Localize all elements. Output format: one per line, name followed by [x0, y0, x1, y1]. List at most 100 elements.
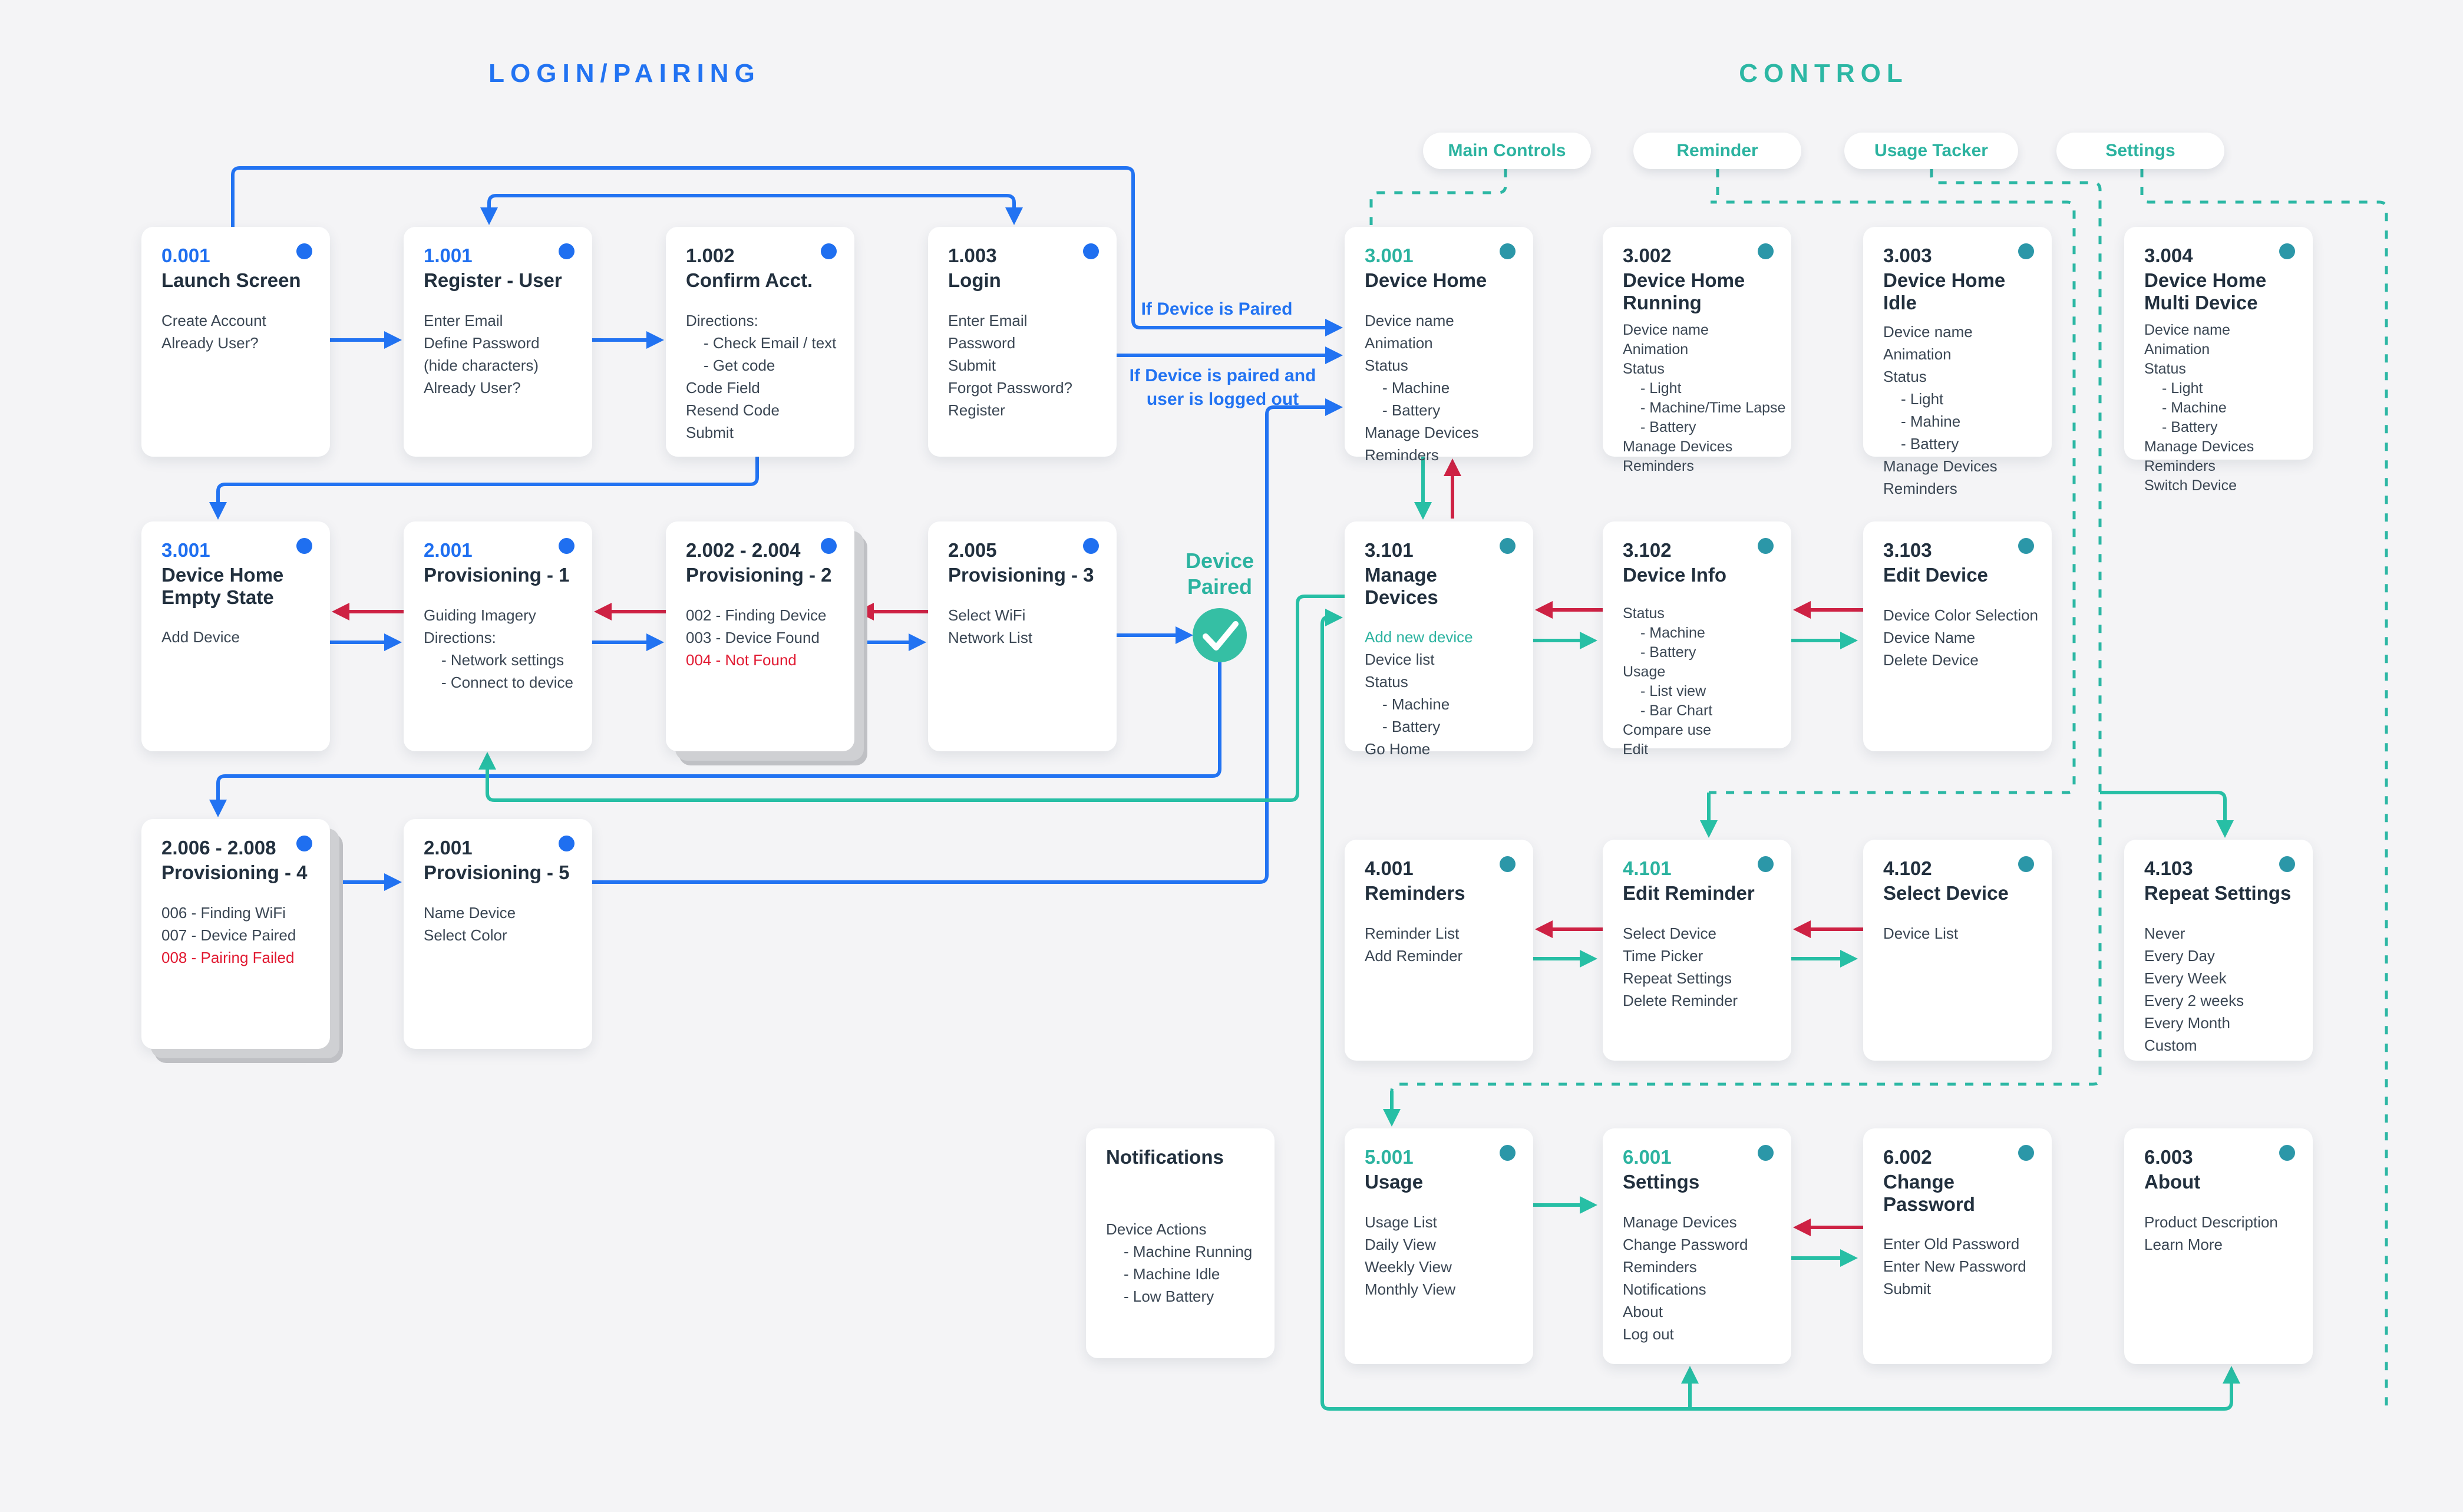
card-item: Animation — [1365, 334, 1433, 352]
card-item: Add Device — [161, 628, 240, 646]
card-title: Launch Screen — [161, 269, 301, 291]
card-title: Device Home Multi Device — [2144, 269, 2267, 313]
card-number: 4.101 — [1623, 857, 1672, 879]
card-item: 003 - Device Found — [686, 628, 820, 646]
card-item: Device list — [1365, 651, 1435, 669]
pill-usage-tacker[interactable]: Usage Tacker — [1844, 133, 2018, 169]
card-item: - Battery — [2162, 419, 2218, 436]
card-item: Every 2 weeks — [2144, 991, 2244, 1009]
card-number: 3.001 — [1365, 245, 1414, 266]
card-item: Monthly View — [1365, 1280, 1456, 1298]
card-title: Change Password — [1883, 1170, 1975, 1215]
pill-label: Settings — [2105, 141, 2175, 160]
pill-settings[interactable]: Settings — [2056, 133, 2224, 169]
card-title: Select Device — [1883, 882, 2009, 904]
card-title: Device Home Running — [1623, 269, 1745, 313]
status-dot-icon — [821, 538, 837, 554]
device-paired-check — [1193, 608, 1247, 662]
card-item: Device name — [1365, 311, 1454, 329]
card-number: 6.001 — [1623, 1146, 1672, 1168]
pill-label: Reminder — [1676, 141, 1758, 160]
card-number: 0.001 — [161, 245, 210, 266]
card-item: - Mahine — [1901, 412, 1961, 431]
card-item: - Machine — [1382, 695, 1450, 714]
card-item: Already User? — [161, 334, 259, 352]
status-dot-icon — [2279, 243, 2295, 259]
card-item: Go Home — [1365, 740, 1431, 758]
card-title: Login — [948, 269, 1001, 291]
card-item: Device Color Selection — [1883, 606, 2039, 624]
status-dot-icon — [296, 538, 312, 554]
device-paired-label-line: Paired — [1187, 575, 1253, 599]
card-item: Status — [1883, 368, 1927, 386]
card-number: 2.006 - 2.008 — [161, 837, 276, 859]
card-item: Device name — [1623, 322, 1709, 339]
edge-label-line: If Device is paired and — [1129, 366, 1316, 385]
card-items: Device List — [1883, 922, 2034, 945]
card-item: Device Actions — [1106, 1220, 1207, 1238]
card-title: Edit Reminder — [1623, 882, 1755, 904]
status-dot-icon — [1500, 1145, 1516, 1161]
card-item: Submit — [948, 356, 996, 374]
card-item: About — [1623, 1302, 1663, 1320]
status-dot-icon — [821, 243, 837, 259]
card-item: Animation — [2144, 341, 2210, 358]
card-item: Reminders — [1623, 1257, 1697, 1276]
status-dot-icon — [1500, 243, 1516, 259]
status-dot-icon — [1758, 538, 1774, 554]
card-item: - Light — [1640, 380, 1682, 397]
card-item: Edit — [1623, 741, 1649, 758]
section-title-control: CONTROL — [1739, 59, 1909, 88]
section-title-login-pairing: LOGIN/PAIRING — [488, 59, 761, 88]
card-title: Edit Device — [1883, 563, 1988, 586]
card-title: About — [2144, 1170, 2201, 1193]
card-number: 2.001 — [424, 539, 473, 561]
card-item: - Connect to device — [441, 673, 574, 691]
pill-reminder[interactable]: Reminder — [1633, 133, 1801, 169]
card-title: Confirm Acct. — [686, 269, 813, 291]
card-item: Repeat Settings — [1623, 969, 1732, 987]
device-paired-label: Device Paired — [1155, 548, 1285, 600]
pill-main-controls[interactable]: Main Controls — [1423, 133, 1591, 169]
card-item: 008 - Pairing Failed — [161, 948, 295, 966]
card-item: - Machine Running — [1124, 1242, 1253, 1260]
card-title: Settings — [1623, 1170, 1700, 1193]
status-dot-icon — [559, 836, 575, 851]
status-dot-icon — [559, 243, 575, 259]
